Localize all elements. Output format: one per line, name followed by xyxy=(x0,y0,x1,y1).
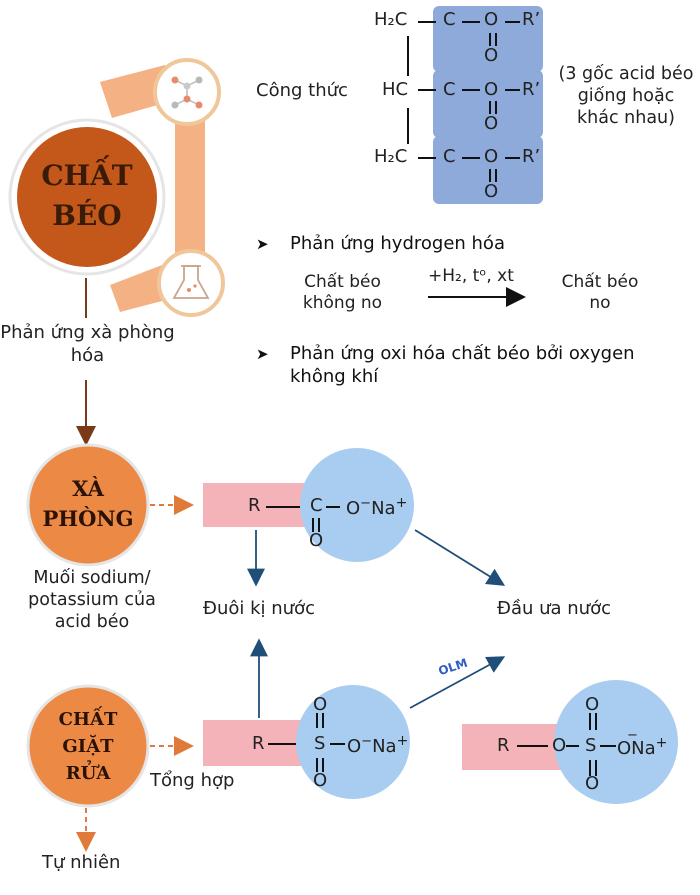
sulfonate-bonds xyxy=(268,713,345,772)
detergent-title-line3: RỬA xyxy=(65,763,111,784)
sulfate-o-top: O xyxy=(585,694,600,715)
soap-na: Na xyxy=(371,498,396,519)
sulfonate-r: R xyxy=(252,733,265,754)
r-group-3: R’ xyxy=(522,146,541,167)
sulfate-o-bottom: O xyxy=(585,773,600,794)
soap-carbonyl-o: O xyxy=(309,530,324,551)
chat-beo-circle xyxy=(8,118,166,276)
detergent-circle xyxy=(26,684,150,808)
soap-description: Muối sodium/ potassium của acid béo xyxy=(28,568,156,632)
detergent-head-circle xyxy=(296,685,410,799)
r-group-2: R’ xyxy=(522,79,541,100)
formula-note: (3 gốc acid béo giống hoặc khác nhau) xyxy=(558,64,694,128)
soap-r: R xyxy=(248,495,261,516)
head-label: Đầu ưa nước xyxy=(497,598,611,619)
formula-row1-carbon: H₂C xyxy=(374,9,408,30)
sulfonate-na: Na xyxy=(372,736,397,757)
soap-c: C xyxy=(310,495,323,516)
sulfonate-o-symbol: O xyxy=(347,736,362,757)
chat-beo-title: CHẤT BÉO xyxy=(17,156,157,236)
bullet-arrow-icon: ➤ xyxy=(256,345,269,363)
sulfate-s: S xyxy=(585,735,597,756)
sulfate-head-circle xyxy=(554,680,678,804)
hydrogenation-item: ➤ Phản ứng hydrogen hóa xyxy=(256,232,505,255)
soap-title-line1: XÀ xyxy=(72,476,104,501)
flask-icon xyxy=(157,249,225,317)
ester-c-3: C xyxy=(443,146,456,167)
carbonyl-o-1: O xyxy=(484,45,499,66)
detergent-title-line1: CHẤT xyxy=(58,709,118,730)
natural-label: Tự nhiên xyxy=(42,852,121,873)
oxidation-title: Phản ứng oxi hóa chất béo bởi oxygen khô… xyxy=(290,343,635,388)
carbonyl-o-2: O xyxy=(484,113,499,134)
formula-row3-carbon: H₂C xyxy=(374,146,408,167)
chat-beo-title-line2: BÉO xyxy=(52,198,122,232)
formula-bonds xyxy=(407,21,520,182)
saponification-label: Phản ứng xà phòng hóa xyxy=(0,322,175,366)
sulfate-bridge-o: O xyxy=(552,735,567,756)
sulfate-o: ONa+ xyxy=(617,735,667,761)
oxidation-item: ➤ Phản ứng oxi hóa chất béo bởi oxygen kh… xyxy=(256,342,656,389)
ester-o-2: O xyxy=(484,79,499,100)
detergent-title-line2: GIẶT xyxy=(62,736,114,757)
tail-label: Đuôi kị nước xyxy=(203,598,315,619)
ester-o-1: O xyxy=(484,9,499,30)
sulfonate-o: O−Na+ xyxy=(347,733,408,759)
soap-o: O−Na+ xyxy=(346,495,407,521)
sulfate-o-symbol: O xyxy=(617,738,632,759)
sulfate-charge-plus: + xyxy=(655,735,668,751)
detergent-title: CHẤT GIẶT RỬA xyxy=(28,706,148,787)
r-group-1: R’ xyxy=(522,9,541,30)
head-arrow-from-detergent xyxy=(409,656,506,709)
molecule-icon xyxy=(153,58,221,126)
sulfate-bonds xyxy=(517,713,616,776)
soap-head-circle xyxy=(300,448,414,562)
chat-beo-title-line1: CHẤT xyxy=(41,159,133,192)
formula-row2-carbon: HC xyxy=(382,79,409,100)
reactant-label: Chất béo không no xyxy=(302,272,383,314)
soap-bonds xyxy=(266,506,340,532)
synthetic-label: Tổng hợp xyxy=(150,770,235,791)
product-label: Chất béo no xyxy=(561,272,639,314)
reaction-condition: +H₂, tᵒ, xt xyxy=(428,266,514,286)
sulfate-charge-minus: − xyxy=(627,728,638,743)
ester-c-1: C xyxy=(443,9,456,30)
ester-box-2 xyxy=(433,70,543,138)
soap-title: XÀ PHÒNG xyxy=(28,474,148,534)
soap-charge-minus: − xyxy=(360,496,372,511)
sulfate-na: Na xyxy=(631,738,656,759)
ester-c-2: C xyxy=(443,79,456,100)
sulfonate-charge-plus: + xyxy=(396,733,409,749)
soap-circle xyxy=(26,443,150,567)
formula-label: Công thức xyxy=(256,80,348,101)
sulfonate-o-bottom: O xyxy=(313,770,328,791)
sulfate-r: R xyxy=(497,735,510,756)
ester-o-3: O xyxy=(484,146,499,167)
sulfonate-s: S xyxy=(314,733,326,754)
bullet-arrow-icon: ➤ xyxy=(256,235,269,253)
sulfonate-charge-minus: − xyxy=(361,734,373,749)
sulfonate-o-top: O xyxy=(313,694,328,715)
ester-box-3 xyxy=(433,136,543,204)
hydrogenation-title: Phản ứng hydrogen hóa xyxy=(290,233,505,254)
soap-title-line2: PHÒNG xyxy=(42,505,134,531)
soap-o-symbol: O xyxy=(346,498,361,519)
head-arrow-from-soap xyxy=(414,529,506,586)
carbonyl-o-3: O xyxy=(484,181,499,202)
soap-charge-plus: + xyxy=(395,495,408,511)
